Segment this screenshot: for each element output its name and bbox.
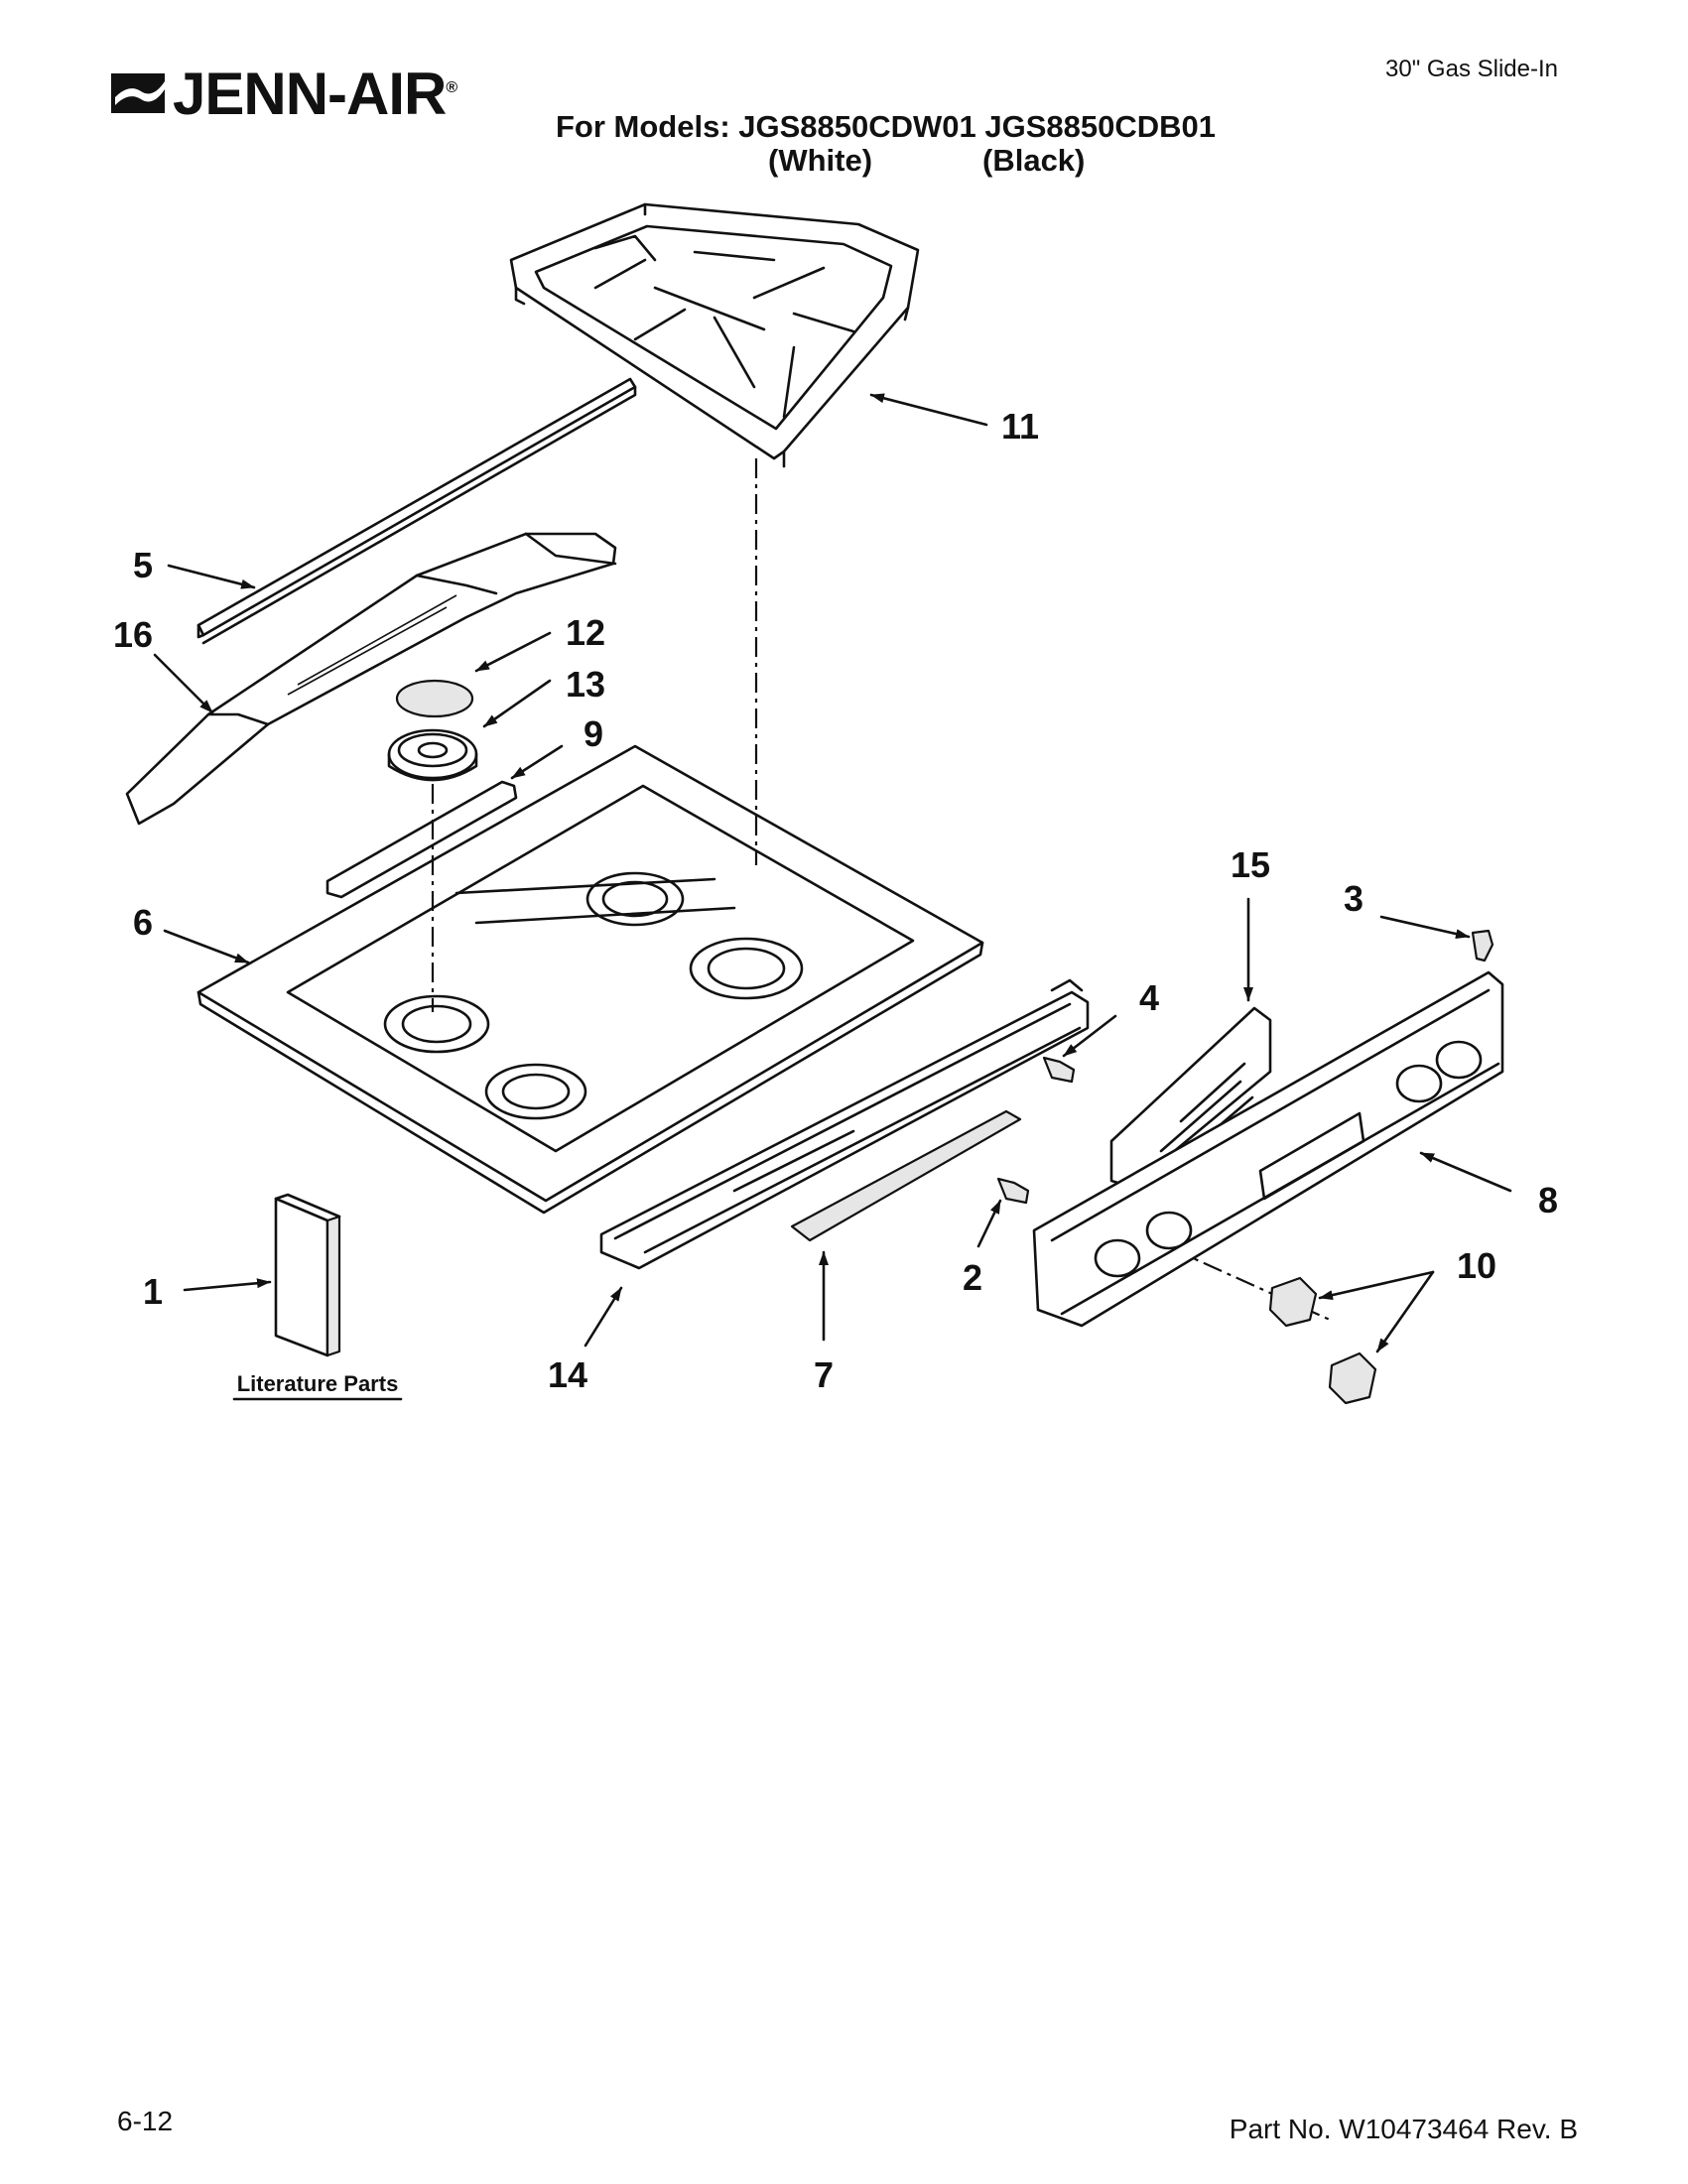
brand-logo: JENN-AIR® (111, 60, 468, 129)
callout-13: 13 (566, 664, 605, 705)
leader-11 (869, 393, 988, 427)
callout-14: 14 (548, 1354, 587, 1395)
callout-15: 15 (1231, 844, 1270, 885)
leader-14 (584, 1286, 623, 1348)
leader-10a (1318, 1270, 1435, 1300)
part-rear-vent-trim (125, 532, 617, 826)
callout-8: 8 (1538, 1180, 1558, 1220)
literature-parts-label: Literature Parts (237, 1371, 399, 1396)
callout-4: 4 (1139, 977, 1159, 1018)
leader-10b (1375, 1270, 1435, 1353)
callout-1: 1 (143, 1271, 163, 1312)
part-screw-3 (1471, 929, 1494, 963)
part-grate (509, 202, 920, 468)
leader-4 (1062, 1014, 1117, 1058)
models-line: For Models: JGS8850CDW01 JGS8850CDB01 (556, 109, 1217, 144)
leader-6 (163, 929, 250, 964)
part-screw-2 (996, 1177, 1030, 1205)
part-front-channel (599, 978, 1090, 1270)
callout-16: 16 (113, 614, 153, 655)
part-shield (790, 1109, 1022, 1242)
part-burner-cap (395, 679, 474, 718)
part-bracket (325, 780, 518, 899)
brand-name: JENN-AIR (173, 61, 447, 127)
part-control-panel (1032, 970, 1504, 1328)
callout-2: 2 (963, 1257, 982, 1298)
part-literature (274, 1193, 341, 1357)
leader-1 (183, 1278, 272, 1292)
leader-16 (153, 653, 214, 714)
part-knob-lower (1328, 1351, 1377, 1405)
brand-wordmark: JENN-AIR® (173, 60, 457, 129)
page-number: 6-12 (117, 2106, 174, 2136)
part-trim-strip (196, 377, 637, 645)
part-knob-upper (1268, 1276, 1318, 1328)
part-cooktop (196, 744, 984, 1215)
callout-12: 12 (566, 612, 605, 653)
callout-5: 5 (133, 545, 153, 585)
callout-7: 7 (814, 1354, 834, 1395)
doc-type: 30" Gas Slide-In (1385, 56, 1558, 82)
callout-9: 9 (584, 713, 603, 754)
leader-9 (510, 744, 564, 780)
leader-2 (976, 1199, 1002, 1248)
brand-mark-icon (111, 73, 165, 113)
color-black: (Black) (982, 143, 1086, 178)
callout-10: 10 (1457, 1245, 1496, 1286)
callout-6: 6 (133, 902, 153, 943)
part-burner-base (387, 728, 478, 782)
callout-11: 11 (1001, 406, 1039, 447)
leader-12 (474, 631, 552, 673)
color-white: (White) (768, 143, 873, 178)
leader-3 (1379, 915, 1471, 939)
part-screw-4 (1042, 1056, 1076, 1084)
leader-13 (482, 679, 552, 728)
callout-3: 3 (1344, 878, 1363, 919)
part-number: Part No. W10473464 Rev. B (1229, 2114, 1578, 2144)
brand-reg-mark: ® (446, 79, 457, 96)
leader-5 (167, 564, 256, 589)
leader-8 (1419, 1151, 1512, 1193)
